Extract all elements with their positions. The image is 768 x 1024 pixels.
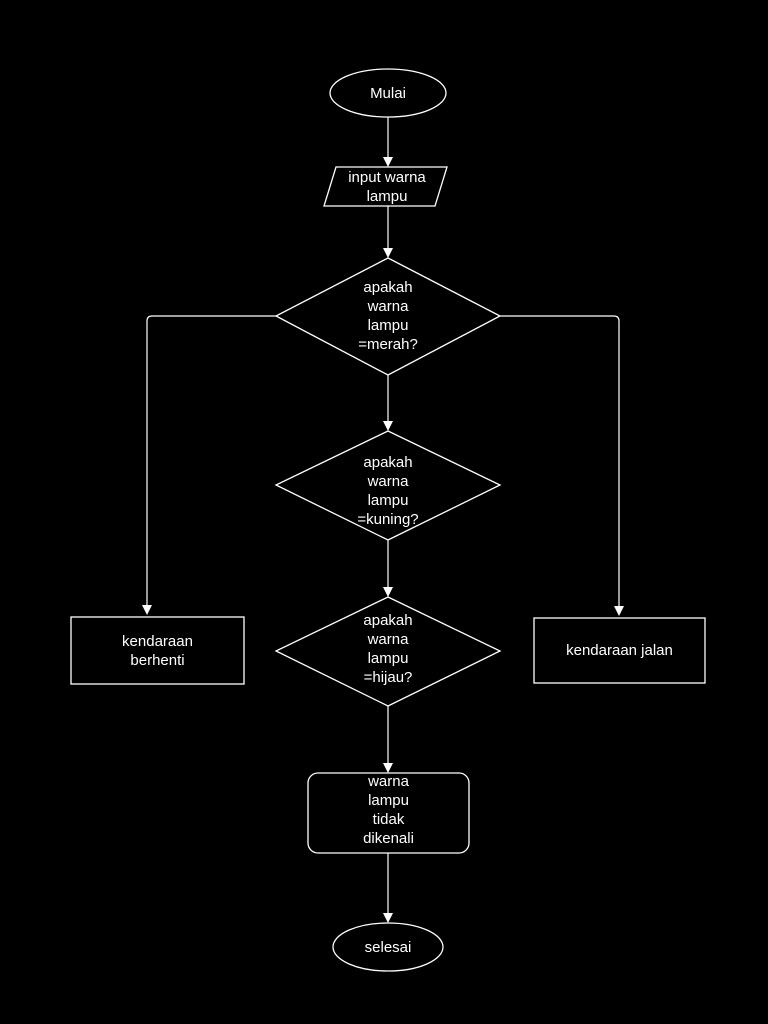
node-input-label: input warna lampu bbox=[348, 168, 426, 205]
node-decision-green-label: apakah warna lampu =hijau? bbox=[363, 612, 413, 686]
edge-decision-green-unknown bbox=[383, 706, 393, 773]
edge-start-input bbox=[383, 117, 393, 167]
node-go-vehicle-label: kendaraan jalan bbox=[566, 642, 673, 659]
edge-decision-red-stop-vehicle bbox=[142, 315, 276, 615]
node-decision-red-label: apakah warna lampu =merah? bbox=[358, 279, 418, 353]
edge-decision-red-decision-yellow bbox=[383, 375, 393, 431]
edge-input-decision-red bbox=[383, 206, 393, 258]
node-start-label: Mulai bbox=[370, 84, 406, 102]
node-end-label: selesai bbox=[364, 938, 412, 956]
edge-decision-red-go-vehicle bbox=[500, 315, 624, 616]
node-unknown-label: warna lampu tidak dikenali bbox=[363, 773, 414, 847]
edge-unknown-end bbox=[383, 853, 393, 923]
edge-decision-yellow-decision-green bbox=[383, 540, 393, 597]
node-go-vehicle-shape bbox=[533, 617, 706, 684]
node-decision-yellow-label: apakah warna lampu =kuning? bbox=[357, 454, 419, 528]
node-stop-vehicle-label: kendaraan berhenti bbox=[122, 632, 193, 669]
node-stop-vehicle-shape bbox=[70, 616, 245, 685]
node-input-shape bbox=[323, 166, 448, 207]
